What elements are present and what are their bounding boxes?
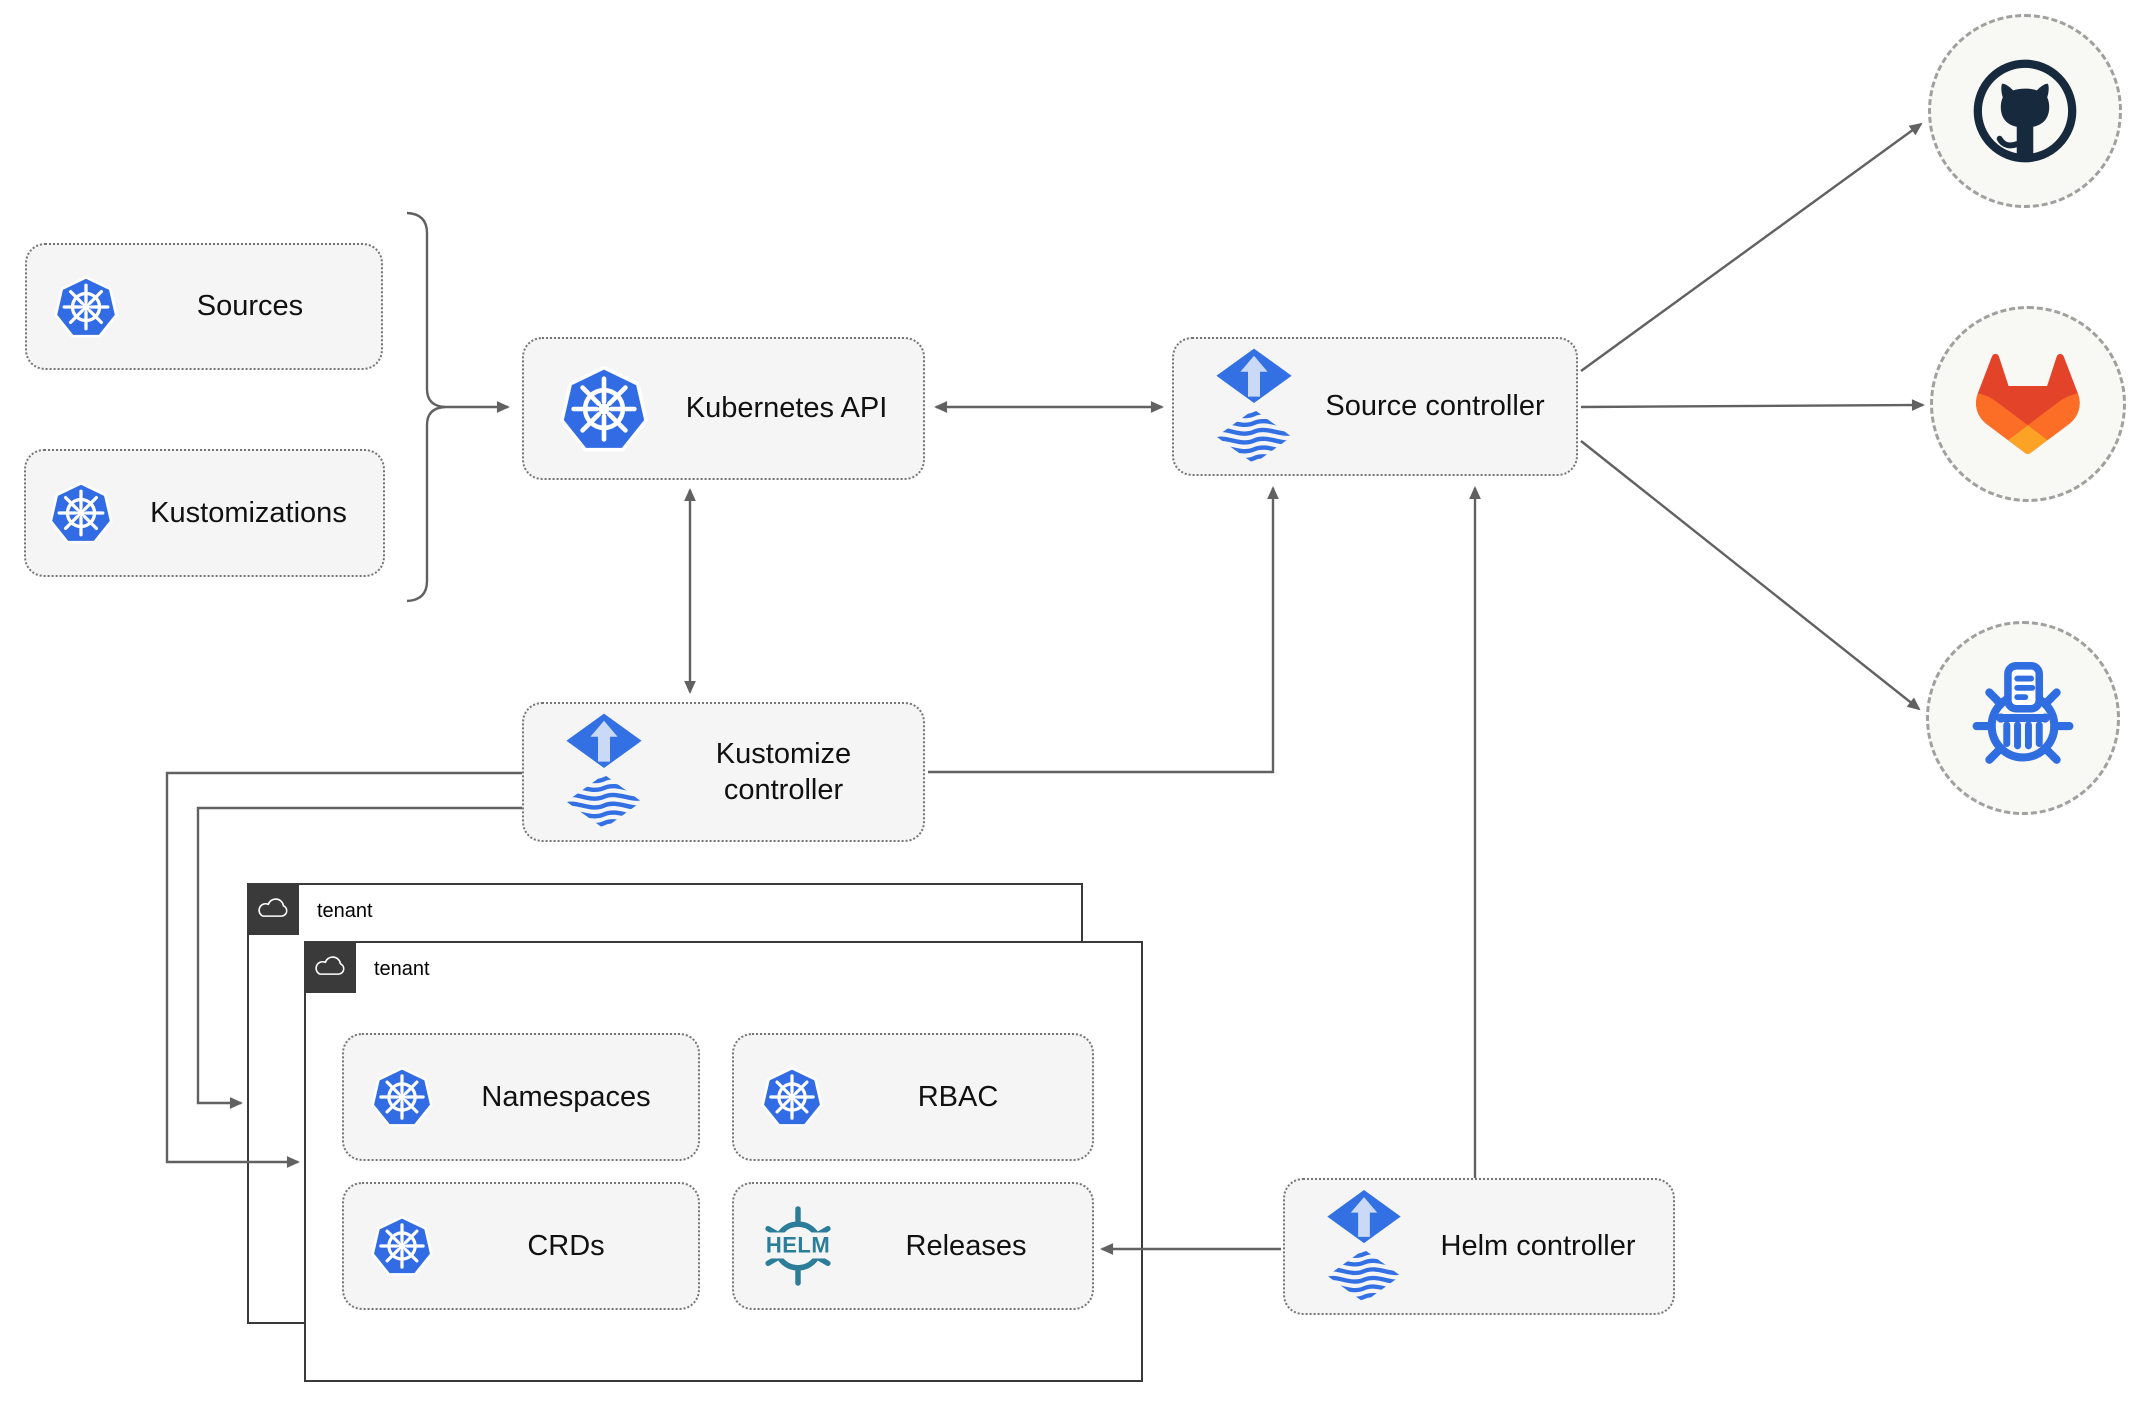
helm-logo-text: HELM bbox=[764, 1232, 832, 1259]
github-icon bbox=[1966, 52, 2084, 170]
registry-node bbox=[1926, 621, 2120, 815]
crds-label: CRDs bbox=[527, 1229, 605, 1262]
helm-icon: HELM bbox=[756, 1204, 840, 1288]
kubernetes-api-node: Kubernetes API bbox=[522, 337, 925, 480]
flux-icon bbox=[1325, 1188, 1403, 1306]
flux-icon bbox=[1214, 347, 1294, 467]
kubernetes-icon bbox=[370, 1065, 434, 1129]
cloud-icon bbox=[247, 883, 299, 935]
crds-node: CRDs bbox=[342, 1182, 700, 1310]
tenant-box-front: tenant bbox=[304, 941, 1143, 1382]
registry-icon bbox=[1965, 660, 2081, 776]
gitlab-node bbox=[1930, 306, 2126, 502]
kustomizations-label: Kustomizations bbox=[150, 496, 347, 529]
rbac-label: RBAC bbox=[917, 1080, 999, 1113]
kubernetes-icon bbox=[48, 480, 114, 546]
flux-icon bbox=[564, 712, 644, 832]
helm-controller-node: Helm controller bbox=[1283, 1178, 1675, 1315]
kustomize-controller-node: Kustomize controller bbox=[522, 702, 925, 842]
cloud-icon bbox=[304, 941, 356, 993]
namespaces-node: Namespaces bbox=[342, 1033, 700, 1161]
source-controller-node: Source controller bbox=[1172, 337, 1578, 476]
kustomize-controller-label: Kustomize controller bbox=[715, 737, 852, 806]
kubernetes-icon bbox=[760, 1065, 824, 1129]
namespaces-label: Namespaces bbox=[481, 1080, 651, 1113]
kubernetes-api-label: Kubernetes API bbox=[685, 392, 888, 425]
kustomizations-node: Kustomizations bbox=[24, 449, 385, 577]
sources-label: Sources bbox=[196, 290, 304, 323]
source-controller-label: Source controller bbox=[1325, 390, 1545, 423]
rbac-node: RBAC bbox=[732, 1033, 1094, 1161]
helm-controller-label: Helm controller bbox=[1440, 1230, 1636, 1263]
kubernetes-icon bbox=[53, 274, 119, 340]
kubernetes-icon bbox=[558, 363, 650, 455]
releases-label: Releases bbox=[905, 1229, 1027, 1262]
tenant-label: tenant bbox=[374, 958, 430, 980]
sources-node: Sources bbox=[25, 243, 383, 370]
gitlab-icon bbox=[1976, 354, 2080, 454]
kubernetes-icon bbox=[370, 1214, 434, 1278]
releases-node: HELM Releases bbox=[732, 1182, 1094, 1310]
github-node bbox=[1928, 14, 2122, 208]
tenant-label: tenant bbox=[317, 900, 373, 922]
